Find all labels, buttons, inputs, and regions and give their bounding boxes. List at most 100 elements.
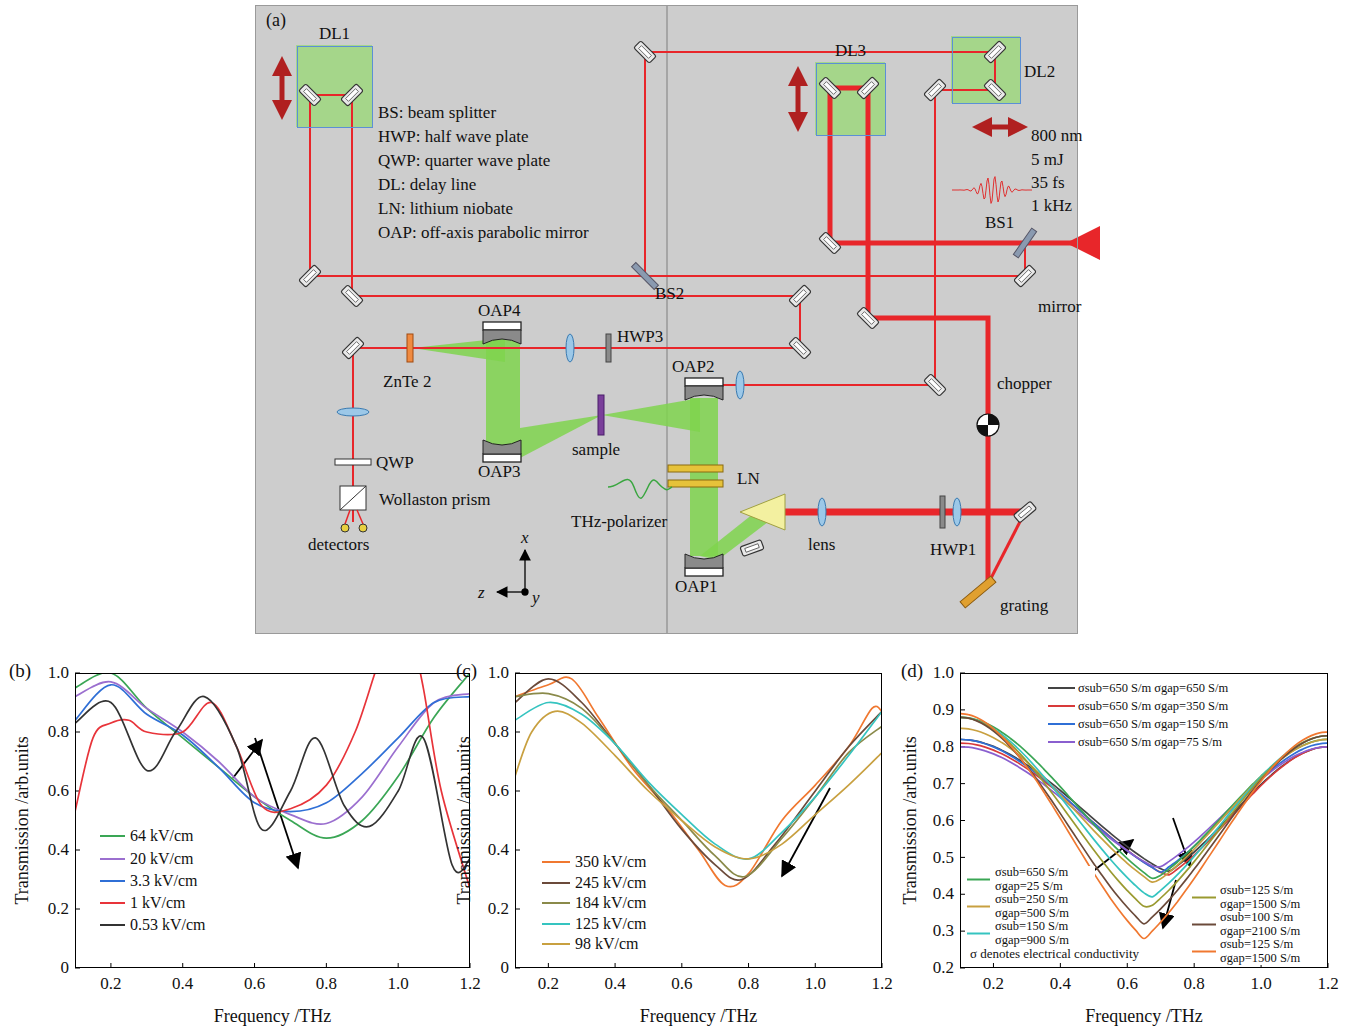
spectrum-curve (515, 702, 882, 859)
legend-text: 20 kV/cm (130, 850, 194, 868)
legend-sample (967, 906, 990, 908)
delay-line-stage: DL2 (952, 37, 1021, 104)
tick-label: 1.0 (488, 663, 509, 683)
tick-label: 0.2 (488, 899, 509, 919)
tick-label: 0.2 (100, 974, 121, 994)
spectrum-curve (960, 717, 1328, 897)
legend-sample (1192, 951, 1216, 953)
oap-mirrors (483, 322, 723, 576)
laser-beams (310, 52, 1100, 584)
part-label: LN (737, 469, 760, 489)
mirrors (299, 41, 1037, 557)
tick-label: 0.6 (48, 781, 69, 801)
legend-sample (1048, 723, 1075, 725)
part-label: OAP1 (675, 577, 718, 597)
part-label: 5 mJ (1031, 150, 1064, 170)
trend-arrows (233, 738, 1190, 928)
tick-label: 1.2 (871, 974, 892, 994)
part-label: OAP3 (478, 462, 521, 482)
delay-line-stage: DL1 (297, 46, 373, 128)
legend-text: σsub=650 S/m σgap=150 S/m (1078, 717, 1228, 731)
stage-label: DL2 (1024, 62, 1055, 82)
part-label: BS2 (655, 284, 684, 304)
tick-label: 1.0 (388, 974, 409, 994)
part-label: DL: delay line (378, 175, 476, 195)
tick-label: 0.9 (933, 700, 954, 720)
legend-sample (100, 858, 125, 860)
spectrum-curve (515, 711, 882, 859)
part-label: HWP3 (617, 327, 663, 347)
legend-text: 0.53 kV/cm (130, 916, 206, 934)
part-label: grating (1000, 596, 1048, 616)
tick-label: 0.6 (244, 974, 265, 994)
tick-label: 0.6 (488, 781, 509, 801)
axis-title: Transmission /arb.units (900, 736, 921, 904)
axis-title: Transmission /arb.units (454, 736, 475, 904)
legend-text: 1 kV/cm (130, 894, 186, 912)
tick-label: 0.4 (48, 840, 69, 860)
legend-text: σsub=650 S/m σgap=350 S/m (1078, 699, 1228, 713)
tick-label: 0.2 (48, 899, 69, 919)
part-label: sample (572, 440, 620, 460)
tick-label: 1.2 (1317, 974, 1338, 994)
chart-frame: (c) (515, 673, 882, 968)
legend-sample (542, 902, 570, 904)
part-label: QWP: quarter wave plate (378, 151, 550, 171)
legend-text: σsub=125 S/m σgap=1500 S/m (1220, 938, 1320, 965)
tick-label: 0.2 (983, 974, 1004, 994)
axis-title: Frequency /THz (640, 1006, 757, 1027)
part-label: HWP1 (930, 540, 976, 560)
tick-label: 0.8 (738, 974, 759, 994)
legend-text: σsub=150 S/m σgap=900 S/m (995, 920, 1095, 947)
optics (335, 334, 999, 608)
tick-label: 1.0 (1250, 974, 1271, 994)
beam-splitters (632, 228, 1037, 289)
legend-sample (100, 924, 125, 926)
tick-label: 0.6 (933, 811, 954, 831)
tick-label: 1.0 (933, 663, 954, 683)
legend-text: σsub=650 S/m σgap=75 S/m (1078, 735, 1222, 749)
part-label: BS1 (985, 213, 1014, 233)
spectrum-curve (960, 717, 1328, 924)
tick-label: 0 (61, 958, 70, 978)
legend-sample (1192, 924, 1216, 926)
stage-label: DL3 (835, 41, 866, 61)
delay-line-stage: DL3 (816, 63, 886, 136)
tick-label: 0.4 (172, 974, 193, 994)
part-label: THz-polarizer (571, 512, 667, 532)
tick-label: 0.8 (316, 974, 337, 994)
tick-label: 0.4 (1050, 974, 1071, 994)
spectrum-curve (75, 673, 470, 888)
part-label: detectors (308, 535, 369, 555)
legend-sample (100, 880, 125, 882)
legend-sample (967, 879, 990, 881)
spectrum-curve (960, 739, 1328, 872)
spectrum-curve (960, 743, 1328, 875)
part-label: ZnTe 2 (383, 372, 431, 392)
tick-label: 0.8 (48, 722, 69, 742)
part-label: z (478, 583, 485, 603)
thz-beam (412, 338, 768, 560)
legend-text: 350 kV/cm (575, 853, 647, 871)
divider (666, 5, 667, 634)
legend-sample (1048, 705, 1075, 707)
panel-letter: (a) (266, 10, 286, 31)
spectrum-curve (960, 714, 1328, 939)
legend-sample (1048, 687, 1075, 689)
part-label: OAP: off-axis parabolic mirror (378, 223, 589, 243)
chart-note: σ denotes electrical conductivity (970, 947, 1139, 962)
tick-label: 0.8 (488, 722, 509, 742)
legend-sample (967, 933, 990, 935)
axis-title: Frequency /THz (214, 1006, 331, 1027)
panel-letter: (d) (901, 660, 923, 682)
legend-sample (542, 861, 570, 863)
panel-letter: (b) (9, 660, 31, 682)
tick-label: 0.3 (933, 921, 954, 941)
legend-text: σsub=650 S/m σgap=25 S/m (995, 866, 1095, 893)
part-label: mirror (1038, 297, 1081, 317)
legend-text: 184 kV/cm (575, 894, 647, 912)
part-label: y (532, 588, 540, 608)
legend-sample (542, 923, 570, 925)
